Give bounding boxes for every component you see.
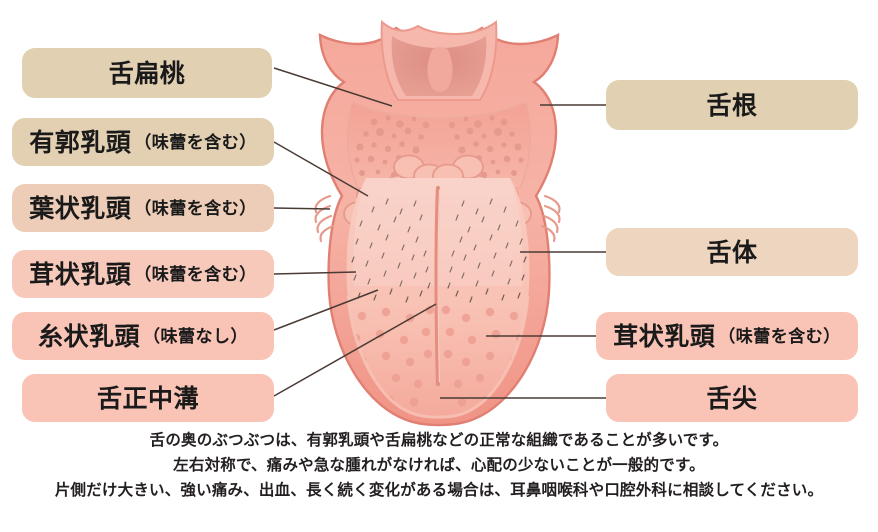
label-fungiform-papillae-right-note: （味蕾を含む） xyxy=(718,326,841,347)
lingual-tonsil-follicles xyxy=(354,115,524,179)
label-circumvallate-papillae-text: 有郭乳頭 xyxy=(29,127,132,157)
label-median-sulcus-text: 舌正中溝 xyxy=(96,383,199,413)
leader-line-lingual-tonsil xyxy=(273,67,393,107)
leader-line-circumvallate xyxy=(273,141,369,197)
tongue-root-region xyxy=(380,19,498,101)
label-tongue-root[interactable]: 舌根 xyxy=(606,80,858,130)
foliate-papillae xyxy=(314,194,561,243)
label-tongue-tip[interactable]: 舌尖 xyxy=(606,374,858,422)
label-tongue-body-text: 舌体 xyxy=(706,237,758,267)
label-lingual-tonsil[interactable]: 舌扁桃 xyxy=(22,48,272,98)
filiform-papillae xyxy=(351,198,527,303)
label-foliate-papillae-note: （味蕾を含む） xyxy=(134,198,257,219)
median-sulcus xyxy=(434,185,441,387)
label-fungiform-papillae-right-text: 茸状乳頭 xyxy=(613,321,716,351)
label-fungiform-papillae-left-note: （味蕾を含む） xyxy=(134,264,257,285)
leader-line-foliate xyxy=(273,207,331,210)
label-filiform-papillae[interactable]: 糸状乳頭 （味蕾なし） xyxy=(12,312,274,360)
label-circumvallate-papillae[interactable]: 有郭乳頭 （味蕾を含む） xyxy=(12,118,274,166)
leader-line-fungiform-left xyxy=(273,271,357,275)
label-foliate-papillae[interactable]: 葉状乳頭 （味蕾を含む） xyxy=(12,184,274,232)
label-tongue-root-text: 舌根 xyxy=(706,90,758,120)
caption-line-3: 片側だけ大きい、強い痛み、出血、長く続く変化がある場合は、耳鼻咽喉科や口腔外科に… xyxy=(54,481,824,499)
label-fungiform-papillae-right[interactable]: 茸状乳頭 （味蕾を含む） xyxy=(596,312,858,360)
label-filiform-papillae-note: （味蕾なし） xyxy=(143,326,248,347)
label-filiform-papillae-text: 糸状乳頭 xyxy=(37,321,140,351)
label-circumvallate-papillae-note: （味蕾を含む） xyxy=(134,132,257,153)
caption-line-2: 左右対称で、痛みや急な腫れがなければ、心配の少ないことが一般的です。 xyxy=(173,456,705,474)
leader-line-median-sulcus xyxy=(273,303,437,397)
label-tongue-body[interactable]: 舌体 xyxy=(606,228,858,276)
label-lingual-tonsil-text: 舌扁桃 xyxy=(108,58,186,88)
caption-block: 舌の奥のぶつぶつは、有郭乳頭や舌扁桃などの正常な組織であることが多いです。 左右… xyxy=(0,428,878,503)
label-median-sulcus[interactable]: 舌正中溝 xyxy=(22,374,274,422)
caption-line-1: 舌の奥のぶつぶつは、有郭乳頭や舌扁桃などの正常な組織であることが多いです。 xyxy=(149,431,729,449)
label-fungiform-papillae-left-text: 茸状乳頭 xyxy=(29,259,132,289)
label-foliate-papillae-text: 葉状乳頭 xyxy=(29,193,132,223)
label-tongue-tip-text: 舌尖 xyxy=(706,383,758,413)
leader-line-filiform xyxy=(273,289,379,331)
label-fungiform-papillae-left[interactable]: 茸状乳頭 （味蕾を含む） xyxy=(12,250,274,298)
